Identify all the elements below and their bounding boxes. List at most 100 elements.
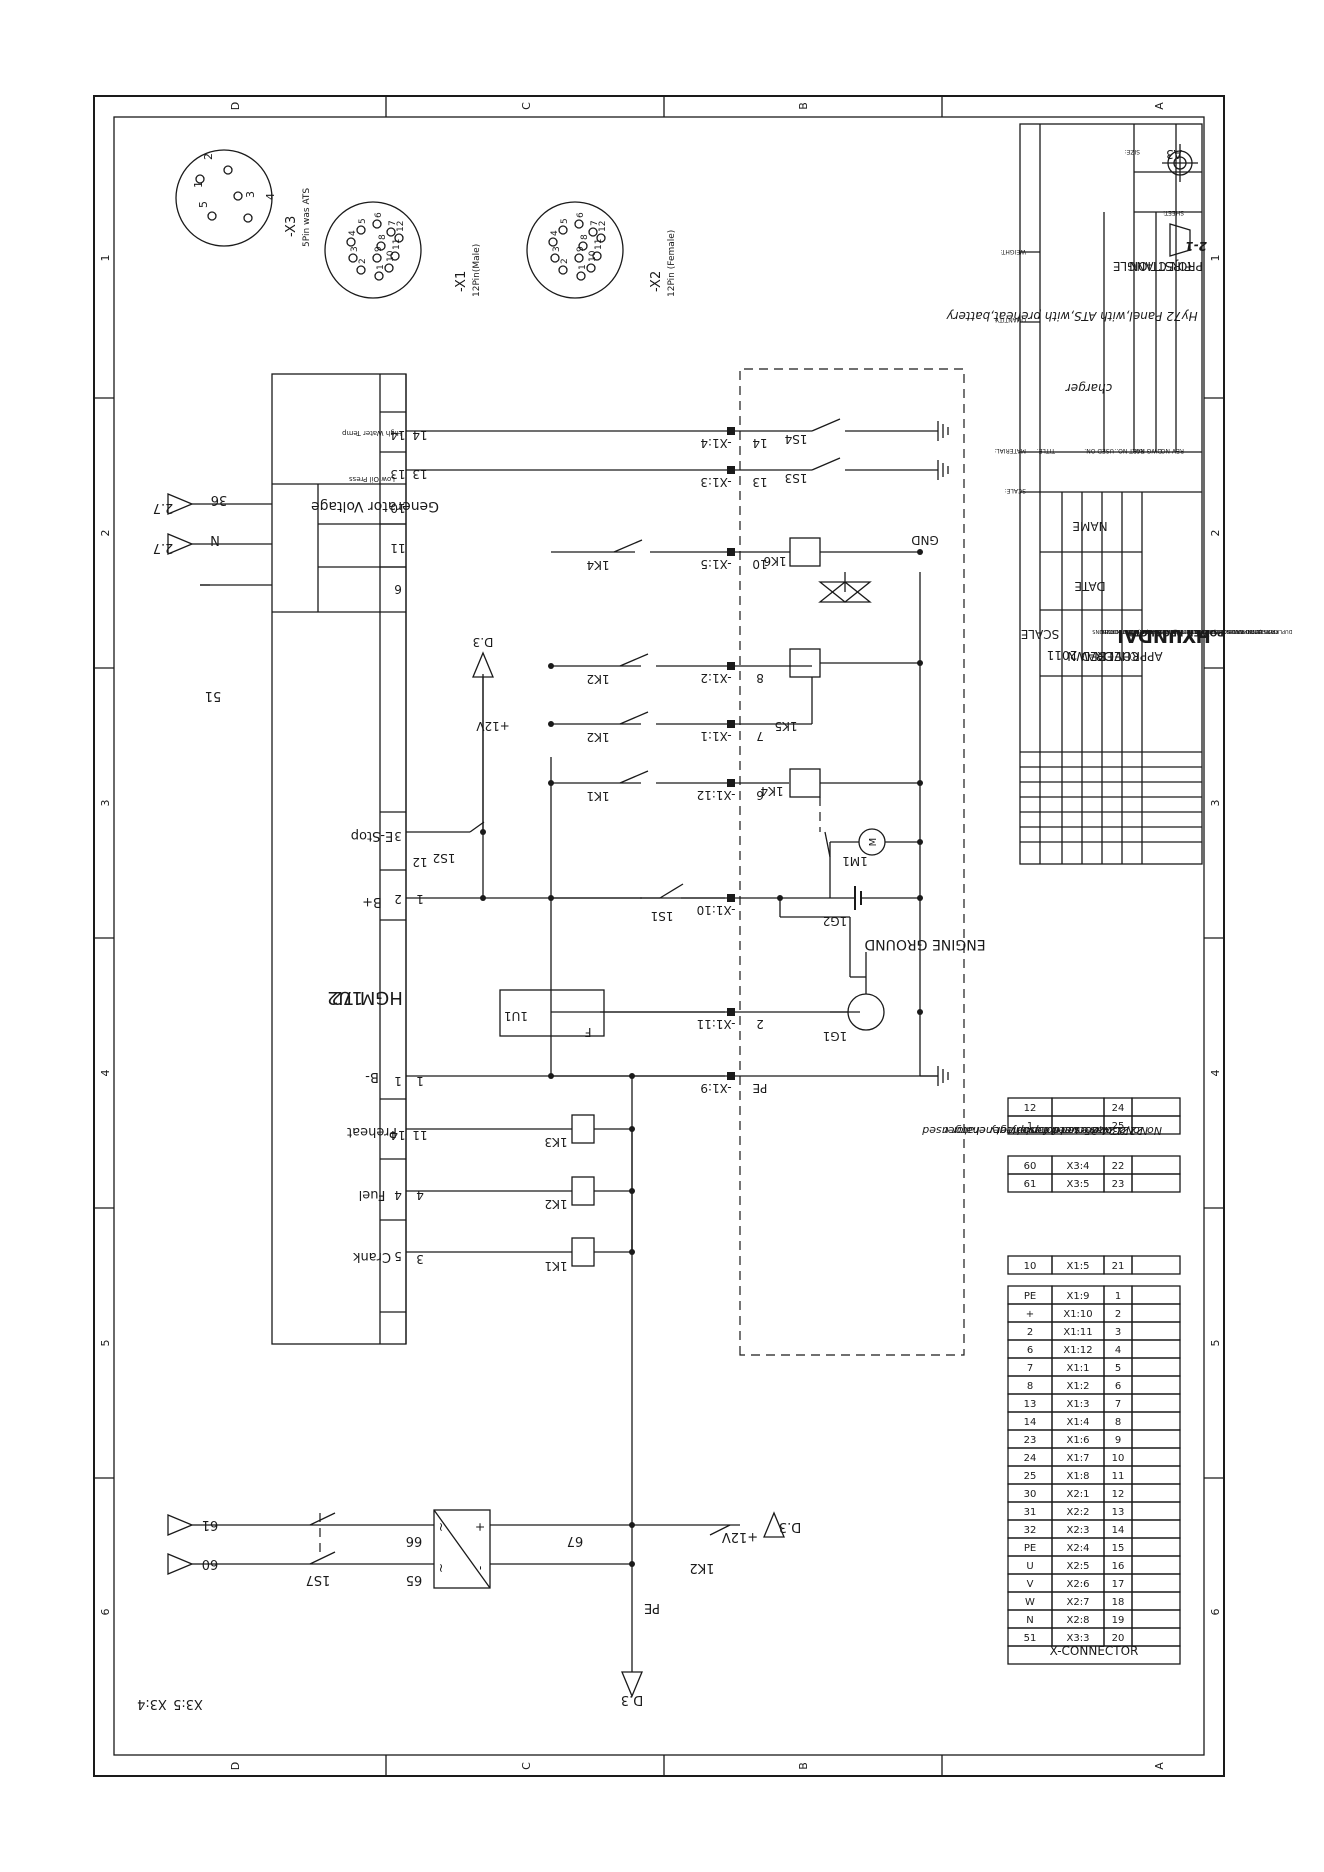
pin-hole: [548, 237, 558, 247]
table-cell: 8: [1115, 1417, 1121, 1428]
table-cell: 30: [1024, 1489, 1037, 1500]
table-cell: 13: [1112, 1507, 1125, 1518]
pin-number: 8: [378, 234, 388, 240]
engine-wire-label: 2: [756, 1017, 764, 1031]
pin-hole: [348, 253, 358, 263]
table-cell: 2: [1027, 1327, 1033, 1338]
table-pad: [1131, 1627, 1181, 1647]
table-cell: 25: [1112, 1121, 1125, 1132]
pin-number: 2: [358, 258, 368, 264]
table-cell: X2:6: [1067, 1579, 1090, 1590]
table-pad: [1131, 1465, 1181, 1485]
zone-col-5-top: 5: [99, 1340, 112, 1347]
table-cell: PE: [1024, 1291, 1036, 1302]
table-cell: 15: [1112, 1543, 1125, 1554]
contact-1k4: 1K4: [586, 558, 609, 572]
engine-wire-label: 6: [756, 788, 764, 802]
x3-pin-4: 4: [264, 193, 277, 200]
table-cell: 10: [1024, 1261, 1037, 1272]
table-cell: X1:7: [1067, 1453, 1090, 1464]
pin-hole: [376, 241, 386, 251]
table-cell: X1:1: [1067, 1363, 1090, 1374]
gv-pin-10: 10: [390, 501, 405, 515]
tb-drawn: DRAWN: [1067, 649, 1113, 663]
pe-label-bottom: PE: [644, 1600, 660, 1615]
pin-hole: [372, 219, 382, 229]
zone-col-4-top: 4: [99, 1070, 112, 1077]
table-cell: X3:5: [1067, 1179, 1090, 1190]
pin-num-3: 3: [394, 829, 402, 843]
gen-wire-36: 36: [211, 492, 228, 507]
relay-1k3: [571, 1114, 595, 1144]
table-cell: 14: [1112, 1525, 1125, 1536]
tb-disclaimer-4: BY ITC POWER (UK) LTD OR ITS REPRESENTAT…: [1140, 628, 1262, 634]
relay-coils: 1K1 1K2 1K3: [544, 1114, 632, 1273]
table-cell: 51: [1024, 1633, 1037, 1644]
pin-hole: [394, 233, 404, 243]
x3-pin-5: 5: [197, 201, 210, 208]
pin-number: 5: [358, 218, 368, 224]
pin-number: 12: [598, 221, 608, 232]
tb-material: MATERIAL:: [994, 447, 1026, 454]
charger-plus: +: [473, 1522, 487, 1532]
table-pad: [1131, 1519, 1181, 1539]
pin-hole: [390, 251, 400, 261]
table-cell: V: [1027, 1579, 1034, 1590]
relay-1k5: [789, 648, 821, 678]
table-title: X-CONNECTOR: [1050, 1644, 1139, 1658]
d3-triangle-top: [472, 651, 494, 678]
table-cell: 19: [1112, 1615, 1125, 1626]
table-pad: [1131, 1537, 1181, 1557]
table-cell: 4: [1115, 1345, 1121, 1356]
table-pad: [1131, 1411, 1181, 1431]
x35-triangle: [167, 1514, 194, 1536]
module-1u1: 1U1 F: [499, 989, 605, 1039]
terminal-block: [727, 1072, 735, 1080]
pin-number: 7: [388, 220, 398, 226]
x1-name: -X1: [454, 271, 469, 292]
gnd-label: GND: [911, 533, 939, 547]
table-cell-box: [1051, 1097, 1105, 1117]
table-pad: [1131, 1393, 1181, 1413]
terminal-block: [727, 779, 735, 787]
table-cell: X1:8: [1067, 1471, 1090, 1482]
terminal-block: [727, 720, 735, 728]
pin-num-14: 14: [390, 1128, 405, 1142]
s1-label: 1S1: [651, 909, 674, 923]
pin-hole: [386, 227, 396, 237]
plus12-top: +12V: [475, 719, 509, 733]
dev-1k4: 1K4: [760, 784, 783, 798]
contact-1k1: 1K1: [586, 789, 609, 803]
connector-notes: Connector notes No 24,25 were canopy gen…: [921, 1124, 1162, 1137]
table-cell: 24: [1024, 1453, 1037, 1464]
projection-symbol: [1162, 144, 1198, 257]
x34-triangle: [167, 1553, 194, 1575]
x2-desc: 12Pin (Female): [667, 230, 677, 297]
table-cell: 8: [1027, 1381, 1033, 1392]
pin-label-estop: E-Stop: [351, 828, 393, 843]
tb-brand-sub: POWER PRODUCTS: [1128, 627, 1224, 637]
table-cell: X1:12: [1063, 1345, 1092, 1356]
zone-row-d-left: D: [229, 1762, 242, 1770]
tb-title-label: TITLE:: [1037, 447, 1056, 454]
zone-col-4-bottom: 4: [1209, 1070, 1222, 1077]
relay-label-1k1: 1K1: [544, 1259, 567, 1273]
table-pad: [1131, 1447, 1181, 1467]
table-cell: 22: [1112, 1161, 1125, 1172]
table-cell: X1:4: [1067, 1417, 1090, 1428]
pin-number: 11: [594, 239, 604, 250]
x3-desc: 5Pin was ATS: [302, 188, 312, 247]
charger-minus: -: [473, 1566, 487, 1570]
engine-box: -X1:9-X1:11-X1:10-X1:12-X1:1-X1:2-X1:5-X…: [697, 368, 986, 1356]
pin-number: 5: [560, 218, 570, 224]
table-cell: 3: [1115, 1327, 1121, 1338]
x3-name: -X3: [284, 216, 299, 237]
pin-hole: [558, 225, 568, 235]
w67-label: 67: [567, 1533, 584, 1548]
tb-rev-no: REV NO.:: [1157, 447, 1184, 454]
dev-1k6: 1K6: [763, 554, 786, 568]
pin-hole: [558, 265, 568, 275]
pin-hole: [586, 263, 596, 273]
